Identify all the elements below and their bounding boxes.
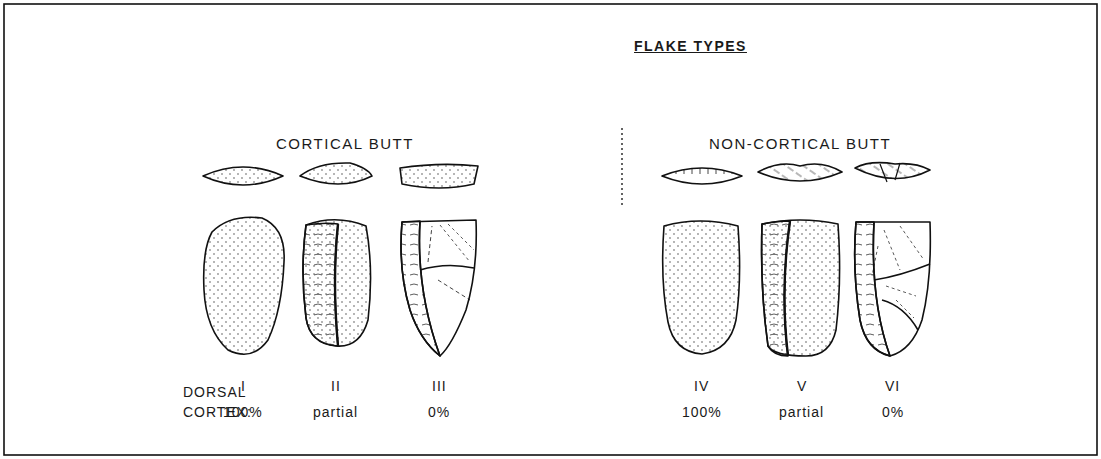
- cortex-value: 0%: [882, 402, 904, 422]
- figure-title: FLAKE TYPES: [634, 36, 747, 56]
- cortex-value: partial: [779, 402, 824, 422]
- cortex-value: partial: [313, 402, 358, 422]
- cortex-value: 0%: [428, 402, 450, 422]
- group-heading: CORTICAL BUTT: [276, 134, 414, 154]
- type-numeral: II: [331, 376, 341, 396]
- type-numeral: V: [797, 376, 807, 396]
- cortex-value: 100%: [223, 402, 263, 422]
- group-heading: NON-CORTICAL BUTT: [709, 134, 891, 154]
- cortex-value: 100%: [682, 402, 722, 422]
- type-numeral: III: [432, 376, 447, 396]
- type-numeral: IV: [694, 376, 709, 396]
- type-numeral: VI: [885, 376, 900, 396]
